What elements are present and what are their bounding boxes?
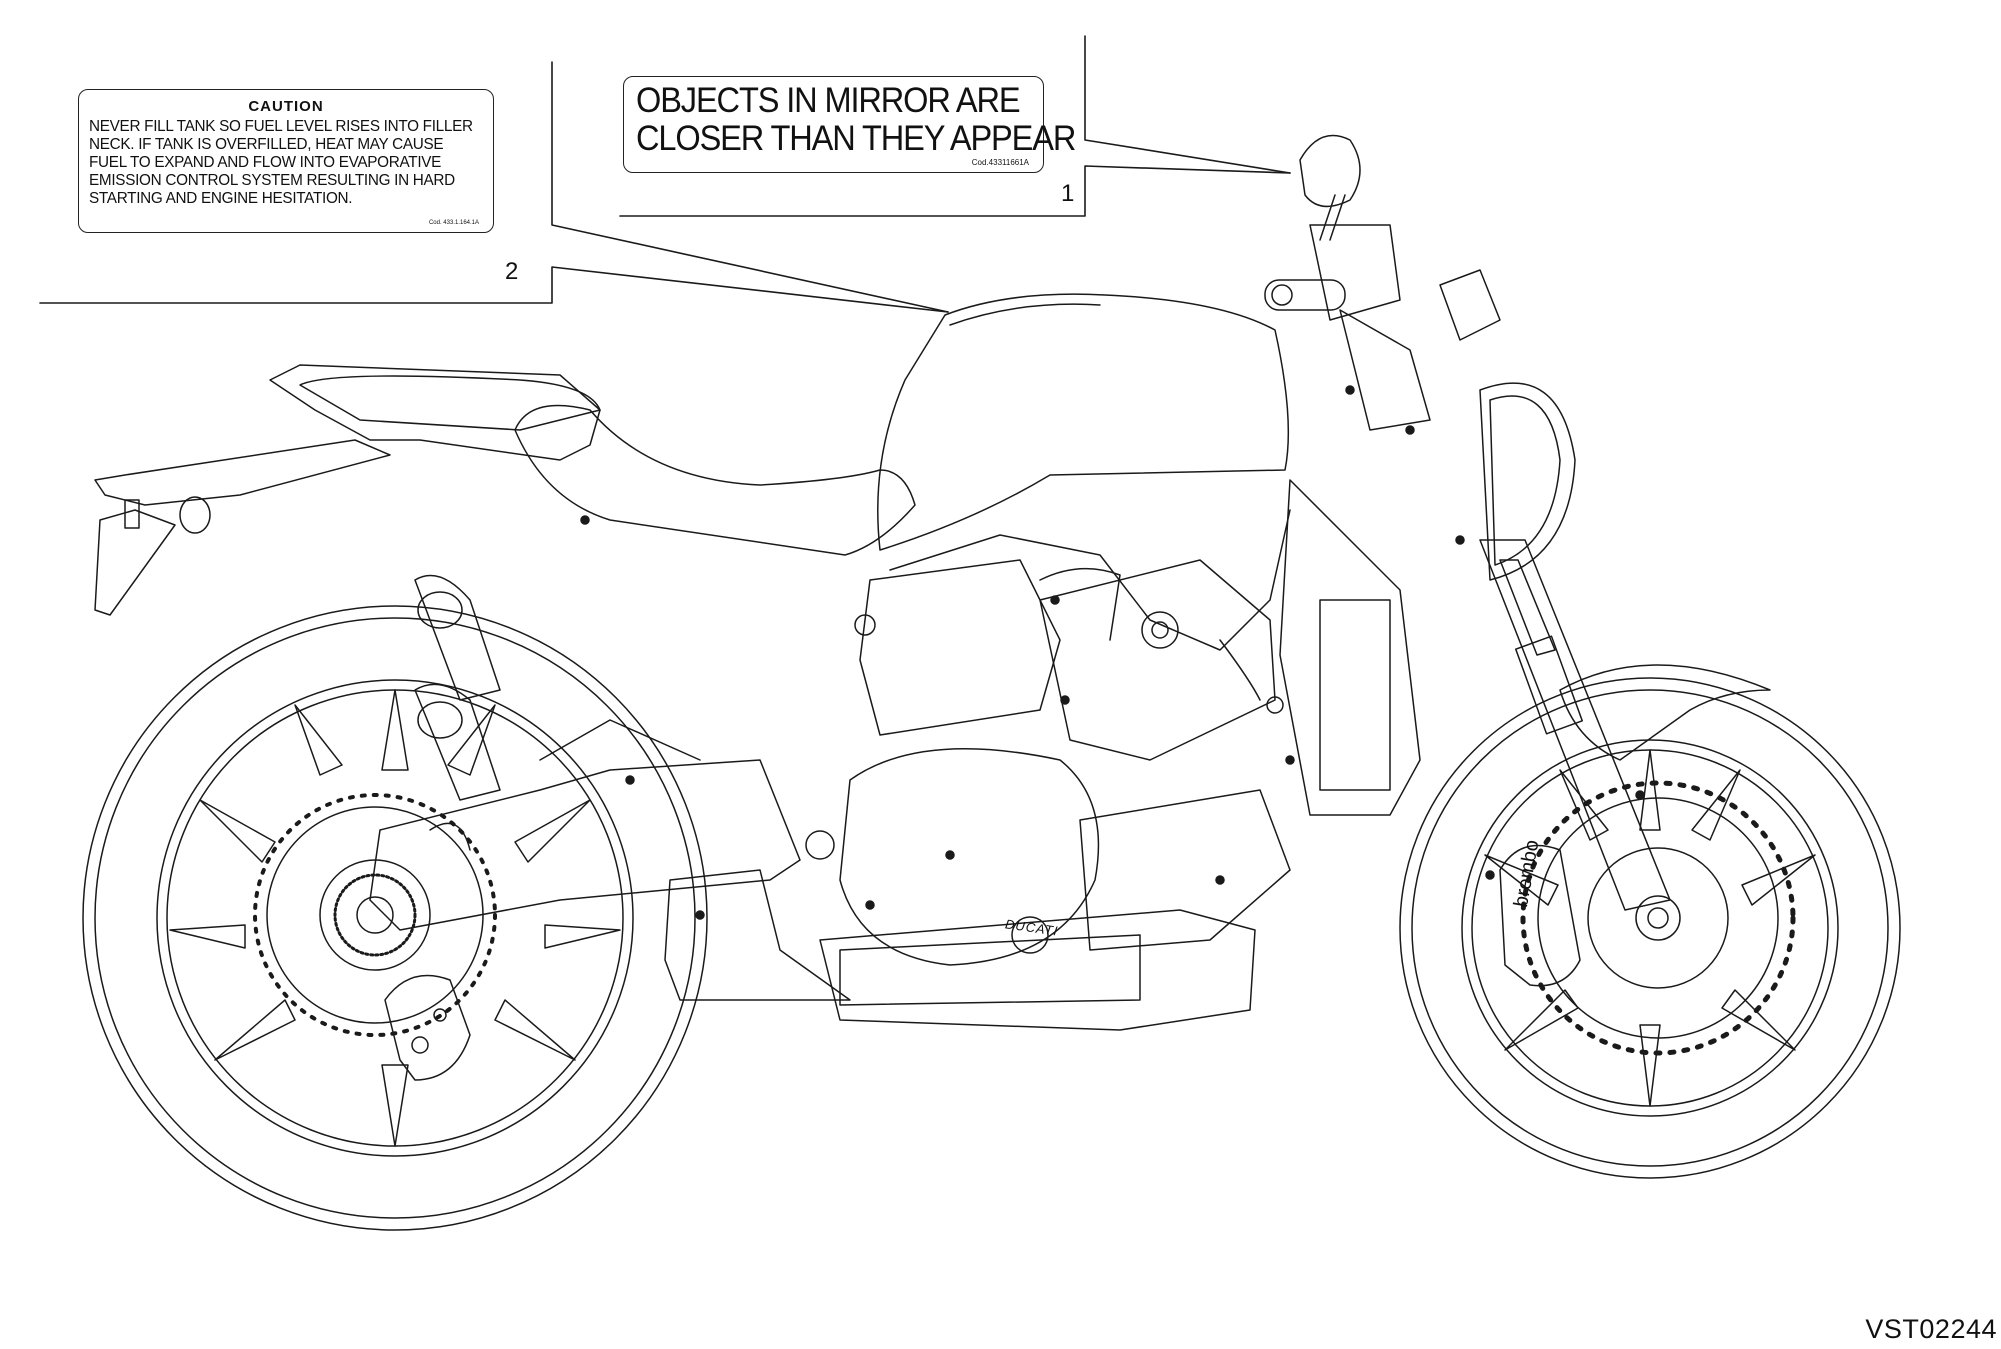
drawing-reference-code: VST02244 — [1865, 1314, 1997, 1344]
headlight — [1439, 269, 1576, 581]
caution-text-line: FUEL TO EXPAND AND FLOW INTO EVAPORATIVE — [89, 154, 442, 171]
caution-decal: CAUTION NEVER FILL TANK SO FUEL LEVEL RI… — [78, 89, 494, 233]
engine-case — [839, 748, 1100, 966]
passenger-seat — [299, 375, 601, 431]
cylinder-rear — [859, 559, 1061, 736]
rear-wheel — [82, 605, 708, 1231]
front-fork — [1479, 539, 1771, 911]
fuel-tank — [877, 293, 1290, 551]
cylinder-front — [1039, 559, 1276, 761]
mirror — [1299, 134, 1361, 241]
caution-text-line: STARTING AND ENGINE HESITATION. — [89, 190, 353, 207]
front-wheel — [1399, 677, 1901, 1179]
callout-leader-1 — [619, 35, 1291, 217]
mirror-text-line: OBJECTS IN MIRROR ARE — [636, 81, 1021, 120]
callout-number-1: 1 — [1061, 180, 1075, 207]
tail-section — [94, 364, 601, 616]
heel-plates — [414, 574, 501, 801]
rear-brake-disc — [253, 793, 497, 1037]
instrument-panel — [1439, 269, 1501, 341]
callout-leader-2 — [39, 61, 949, 313]
handlebar — [1264, 224, 1431, 431]
callout-number-2: 2 — [505, 258, 519, 285]
mirror-text-line: CLOSER THAN THEY APPEAR — [636, 119, 1076, 158]
rear-wheel-spokes — [169, 689, 621, 1147]
caution-title: CAUTION — [248, 98, 324, 115]
front-brake-disc — [1520, 780, 1796, 1056]
seat — [299, 375, 916, 556]
swingarm — [369, 719, 801, 931]
caution-text-line: NECK. IF TANK IS OVERFILLED, HEAT MAY CA… — [89, 136, 444, 153]
clutch-cover — [1011, 916, 1049, 954]
mirror-decal: OBJECTS IN MIRROR ARE CLOSER THAN THEY A… — [623, 76, 1076, 173]
front-fender — [1559, 664, 1771, 761]
caution-text-line: NEVER FILL TANK SO FUEL LEVEL RISES INTO… — [89, 118, 473, 135]
rear-brake-caliper — [384, 974, 471, 1081]
front-wheel-spokes — [1484, 749, 1816, 1107]
caution-decal-code: Cod. 433.1.164.1A — [428, 220, 479, 226]
exhaust — [664, 869, 1256, 1031]
frame — [889, 479, 1421, 816]
engine — [805, 559, 1291, 966]
caution-text-line: EMISSION CONTROL SYSTEM RESULTING IN HAR… — [89, 172, 455, 189]
license-plate-holder — [94, 509, 176, 616]
front-brake-caliper — [1499, 844, 1581, 987]
exhaust-heat-shield — [839, 934, 1141, 1006]
mirror-decal-code: Cod.43311661A — [971, 158, 1029, 167]
fasteners — [580, 385, 1645, 920]
